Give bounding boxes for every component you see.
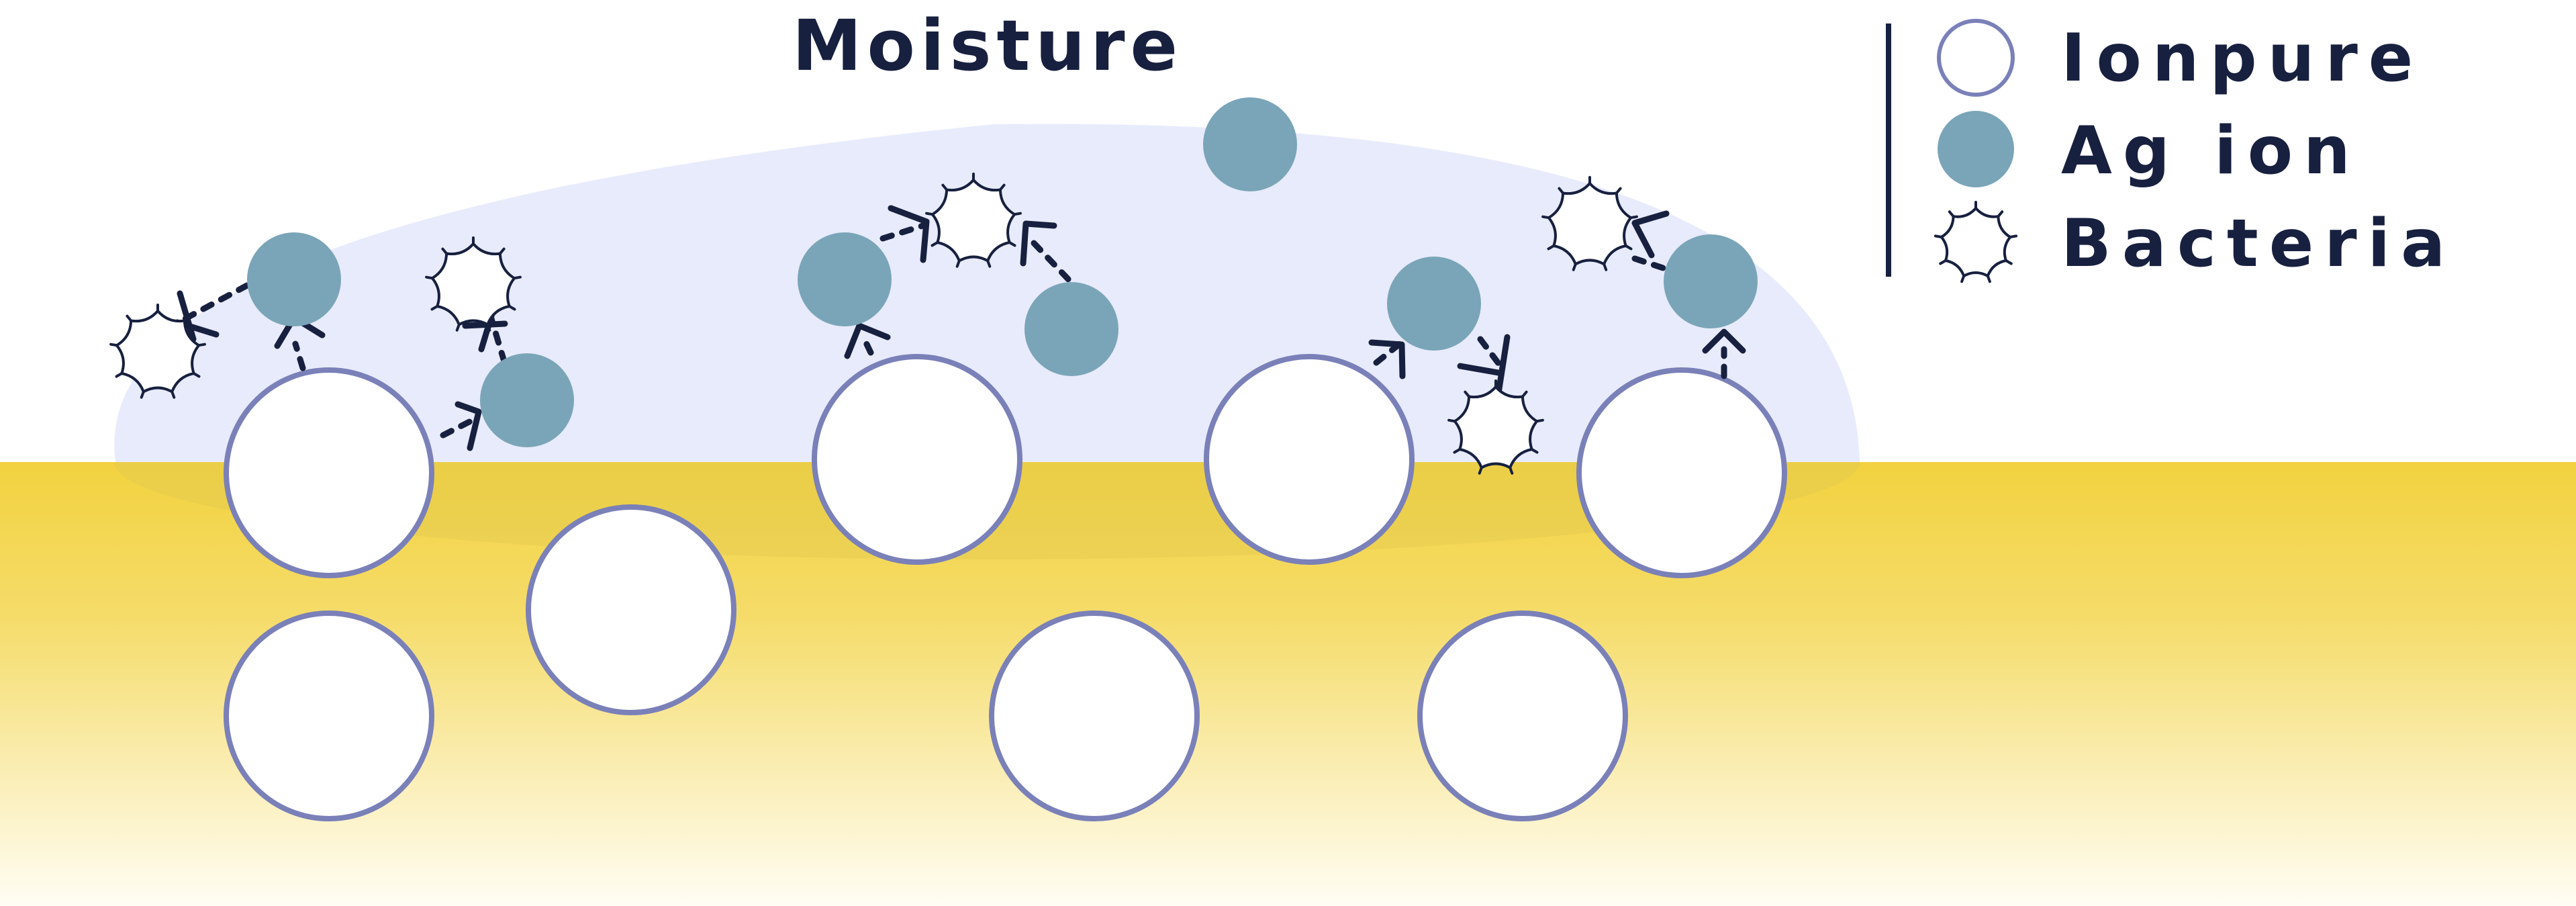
bacteria — [1541, 176, 1638, 271]
bacteria — [925, 173, 1022, 268]
ionpure-particle — [1417, 610, 1628, 821]
ag-ion — [1203, 97, 1297, 191]
bacteria — [109, 304, 206, 399]
ionpure-particle — [812, 354, 1022, 565]
ionpure-particle — [526, 504, 736, 715]
ag-ion — [1024, 282, 1118, 376]
ionpure-particle — [1204, 354, 1415, 565]
ag-ion — [247, 232, 341, 326]
ag-ion — [798, 232, 892, 326]
ionpure-particle — [224, 367, 434, 578]
ionpure-particles — [224, 354, 1787, 821]
diagram-title: Moisture — [792, 5, 1183, 87]
legend-label-bacteria: Bacteria — [2061, 206, 2456, 282]
bacteria — [1447, 379, 1544, 475]
legend: Ionpure Ag ion Bacteria — [1886, 19, 2456, 283]
legend-label-ag-ion: Ag ion — [2061, 113, 2361, 189]
bacteria-shape — [1934, 201, 2018, 283]
ag-ion — [1387, 257, 1481, 351]
ag-ion — [1664, 234, 1758, 328]
ionpure-particle — [989, 610, 1200, 821]
ag-ion-icon — [1938, 111, 2014, 187]
bacteria-icon — [1934, 201, 2018, 283]
ag-ions — [247, 97, 1758, 447]
bacteria-group — [109, 173, 1638, 475]
bacteria — [425, 236, 522, 332]
ionpure-particle-icon — [1937, 19, 2015, 97]
ag-ion — [480, 353, 574, 447]
ionpure-particle — [224, 610, 434, 821]
ionpure-particle — [1576, 367, 1787, 578]
legend-label-ionpure: Ionpure — [2061, 20, 2424, 97]
ion-action-marks — [174, 205, 1746, 451]
